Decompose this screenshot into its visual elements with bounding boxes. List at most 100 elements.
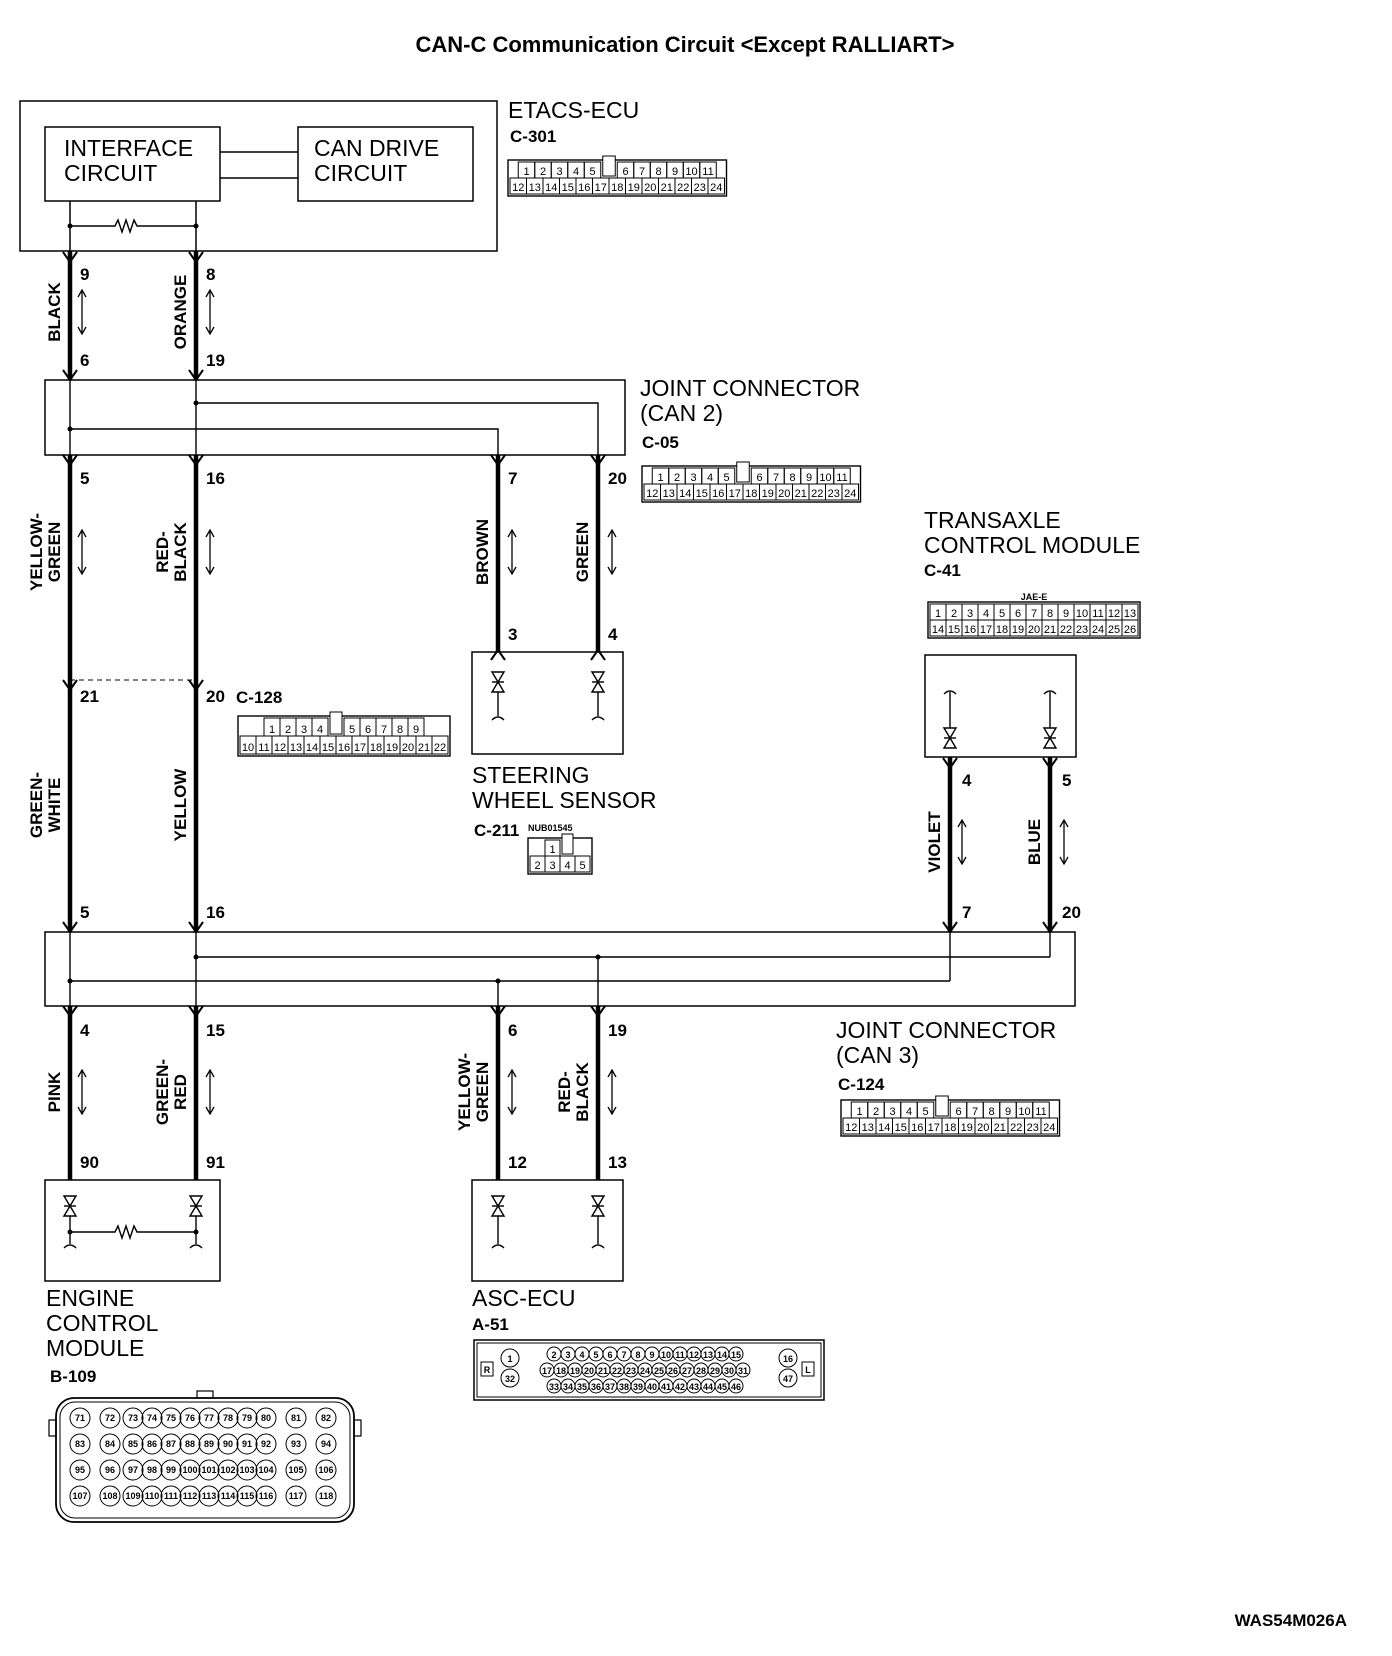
connector-pin-number: 18	[996, 624, 1008, 636]
connector-pin-number: 8	[789, 472, 795, 484]
connector-pin-number: 16	[712, 488, 724, 500]
connector-pin-number: 108	[102, 1491, 117, 1501]
wire-color-text: PINK	[45, 1071, 64, 1112]
connector-pin-number: 21	[418, 742, 430, 754]
connector-pin-number: 11	[675, 1350, 685, 1360]
connector-pin-number: 24	[1043, 1122, 1055, 1134]
pin-label: 19	[608, 1021, 627, 1040]
b109-label: B-109	[50, 1367, 96, 1386]
wire-color-label: GREEN	[573, 522, 592, 582]
connector-pin	[285, 1407, 307, 1429]
connector-pin-number: 97	[128, 1465, 138, 1475]
wire-color-text: RED	[171, 1074, 190, 1110]
connector-pin-number: 1	[935, 608, 941, 620]
connector-pin-number: 20	[644, 182, 656, 194]
connector-pin-number: 11	[1092, 608, 1103, 620]
connector-pin-number: 19	[961, 1122, 973, 1134]
connector-pin-number: 8	[635, 1350, 640, 1360]
connector-pin-number: 102	[220, 1465, 235, 1475]
connector-pin-number: 5	[593, 1350, 598, 1360]
connector-pin-number: 3	[690, 472, 696, 484]
can-drive-label-2: CIRCUIT	[314, 160, 407, 186]
jc2-label-1: JOINT CONNECTOR	[640, 375, 860, 401]
connector-pin-number: 9	[806, 472, 812, 484]
connector-pin-number: 20	[1028, 624, 1040, 636]
steering-wheel-sensor: STEERING WHEEL SENSOR C-211 NUB01545	[471, 649, 656, 840]
connector-pin-number: 16	[911, 1122, 923, 1134]
connector-pin-number: 44	[703, 1382, 713, 1392]
connector-pin	[160, 1459, 182, 1481]
connector-pin-number: 33	[549, 1382, 559, 1392]
connector-pin-number: 17	[729, 488, 741, 500]
connector-pin-number: 6	[607, 1350, 612, 1360]
connector-pin-number: 23	[828, 488, 840, 500]
connector-pin-number: 39	[633, 1382, 643, 1392]
connector-pin-number: 17	[595, 182, 607, 194]
connector-pin-number: 3	[967, 608, 973, 620]
connector-pin	[285, 1459, 307, 1481]
connector-pin-number: 114	[221, 1491, 236, 1501]
pin-label: 6	[80, 351, 89, 370]
connector-pin-number: 99	[166, 1465, 176, 1475]
connector-pin	[160, 1407, 182, 1429]
connector-pin-number: 12	[274, 742, 286, 754]
wire-color-text: BLACK	[45, 282, 64, 342]
connector-pin	[179, 1433, 201, 1455]
connector-pin-number: 3	[889, 1106, 895, 1118]
connector-pin-number: 103	[239, 1465, 254, 1475]
connector-pin-number: 82	[321, 1413, 331, 1423]
connector-pin-number: 2	[551, 1350, 556, 1360]
wire-color-label: RED-BLACK	[153, 522, 190, 582]
connector-pin-number: 5	[579, 860, 585, 872]
wire-color-text: GREEN	[45, 522, 64, 582]
tcm-label-1: TRANSAXLE	[924, 507, 1061, 533]
connector-pin	[315, 1407, 337, 1429]
connector-pin	[236, 1433, 258, 1455]
wire-color-label: YELLOW-GREEN	[455, 1053, 492, 1131]
connector-pin-number: 8	[988, 1106, 994, 1118]
connector-pin-number: 101	[201, 1465, 216, 1475]
connector-pin	[285, 1485, 307, 1507]
jc3-label-2: (CAN 3)	[836, 1042, 919, 1068]
wire-color-label: BROWN	[473, 519, 492, 585]
connector-pin-number: 6	[365, 724, 371, 736]
connector-pin-number: 89	[204, 1439, 214, 1449]
connector-pin	[574, 855, 591, 873]
connector-pin-number: 2	[540, 166, 546, 178]
connector-pin-number: 11	[1035, 1106, 1046, 1118]
pin-label: 7	[508, 469, 517, 488]
connector-pin-number: 90	[223, 1439, 233, 1449]
connector-pin-number: 25	[1108, 624, 1120, 636]
connector-pin	[141, 1433, 163, 1455]
interface-circuit-label-1: INTERFACE	[64, 135, 193, 161]
connector-pin-number: 72	[105, 1413, 115, 1423]
connector-pin-number: 7	[621, 1350, 626, 1360]
connector-pin-number: 7	[639, 166, 645, 178]
connector-pin-number: 20	[584, 1366, 594, 1376]
connector-pin-number: 11	[836, 472, 847, 484]
connector-pin-number: 9	[1063, 608, 1069, 620]
connector-pin-number: 12	[646, 488, 658, 500]
connector-pin-number: 5	[999, 608, 1005, 620]
tcm-label-2: CONTROL MODULE	[924, 532, 1140, 558]
connector-pin-number: 4	[573, 166, 579, 178]
connector-pin	[841, 483, 859, 501]
connector-pin-number: 14	[306, 742, 318, 754]
pin-label: 15	[206, 1021, 225, 1040]
connector-pin-number: 106	[318, 1465, 333, 1475]
connector-pin-number: 88	[185, 1439, 195, 1449]
connector-pin-number: 8	[655, 166, 661, 178]
connector-pin-number: 7	[773, 472, 779, 484]
wire-color-label: VIOLET	[925, 811, 944, 873]
wire-color-label: GREEN-WHITE	[27, 772, 64, 838]
connector-pin-number: 20	[778, 488, 790, 500]
connector-pin-number: 4	[564, 860, 570, 872]
connector-pin-number: 36	[591, 1382, 601, 1392]
connector-pin	[69, 1459, 91, 1481]
joint-connector-can2: JOINT CONNECTOR (CAN 2) C-05	[44, 375, 860, 456]
connector-pin	[236, 1407, 258, 1429]
